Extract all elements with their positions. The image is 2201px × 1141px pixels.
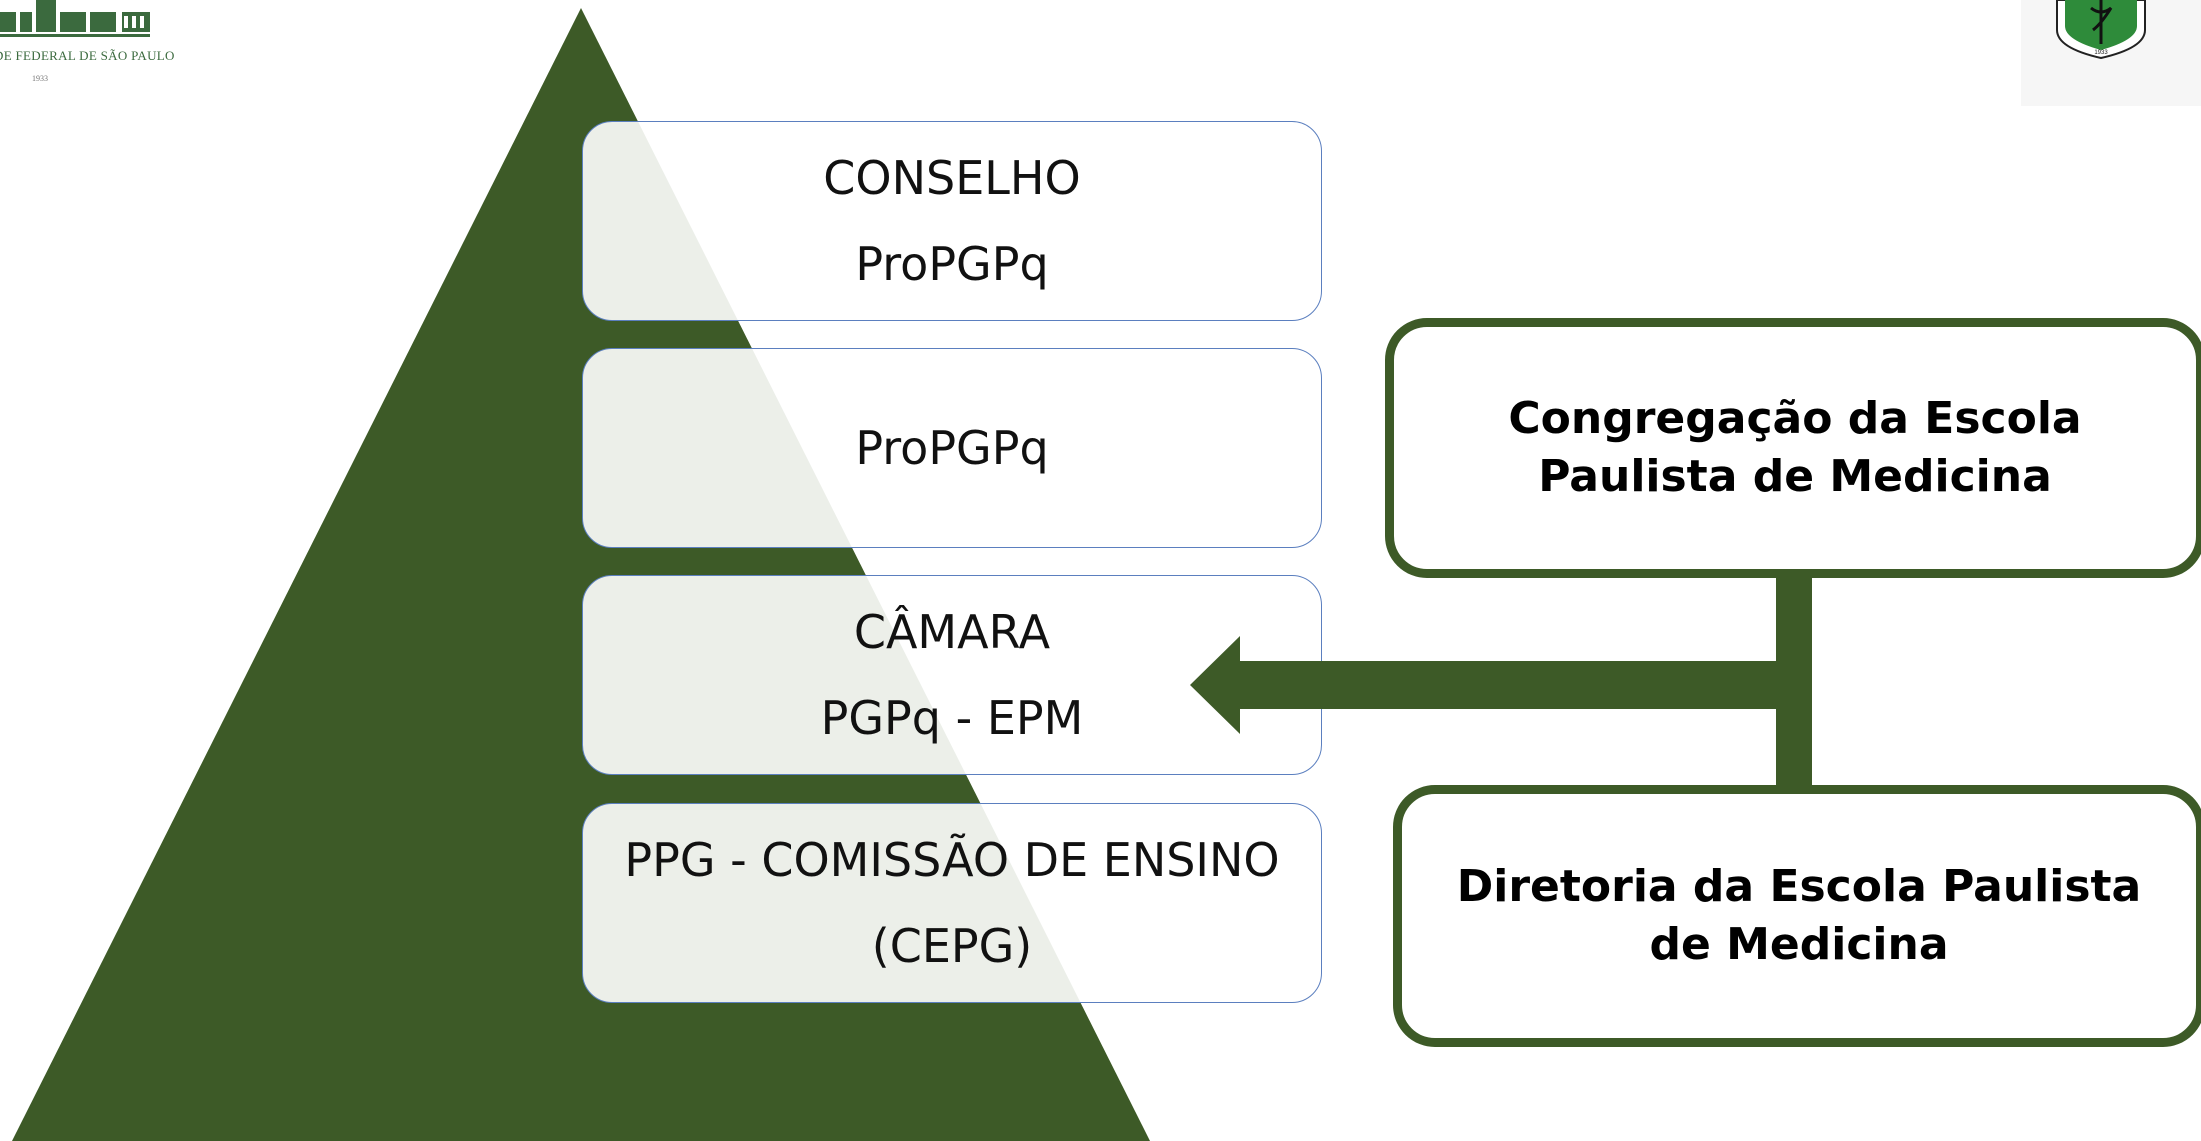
level-box-propgpq: ProPGPq bbox=[582, 348, 1322, 548]
school-seal-logo: 1933 bbox=[2021, 0, 2201, 106]
level-3-line2: PGPq - EPM bbox=[820, 691, 1084, 745]
level-4-line2: (CEPG) bbox=[871, 919, 1033, 973]
level-4-line1: PPG - COMISSÃO DE ENSINO bbox=[624, 833, 1280, 887]
diretoria-label: Diretoria da Escola Paulista de Medicina bbox=[1456, 861, 2142, 970]
congregacao-box: Congregação da Escola Paulista de Medici… bbox=[1385, 318, 2201, 578]
level-box-comissao-ensino: PPG - COMISSÃO DE ENSINO (CEPG) bbox=[582, 803, 1322, 1003]
level-box-conselho: CONSELHO ProPGPq bbox=[582, 121, 1322, 321]
level-3-line1: CÂMARA bbox=[853, 605, 1051, 659]
logo-left-year: 1933 bbox=[32, 74, 48, 83]
level-1-line1: CONSELHO bbox=[823, 151, 1081, 205]
logo-left-name: DE FEDERAL DE SÃO PAULO bbox=[0, 48, 175, 63]
level-1-line2: ProPGPq bbox=[855, 237, 1049, 291]
level-2-line1: ProPGPq bbox=[855, 421, 1049, 475]
seal-year: 1933 bbox=[2094, 50, 2108, 56]
seal-emblem-icon: 1933 bbox=[2056, 0, 2146, 60]
university-logo: DE FEDERAL DE SÃO PAULO 1933 bbox=[0, 0, 180, 90]
congregacao-label: Congregação da Escola Paulista de Medici… bbox=[1508, 393, 2082, 502]
diretoria-box: Diretoria da Escola Paulista de Medicina bbox=[1393, 785, 2201, 1047]
level-box-camara: CÂMARA PGPq - EPM bbox=[582, 575, 1322, 775]
